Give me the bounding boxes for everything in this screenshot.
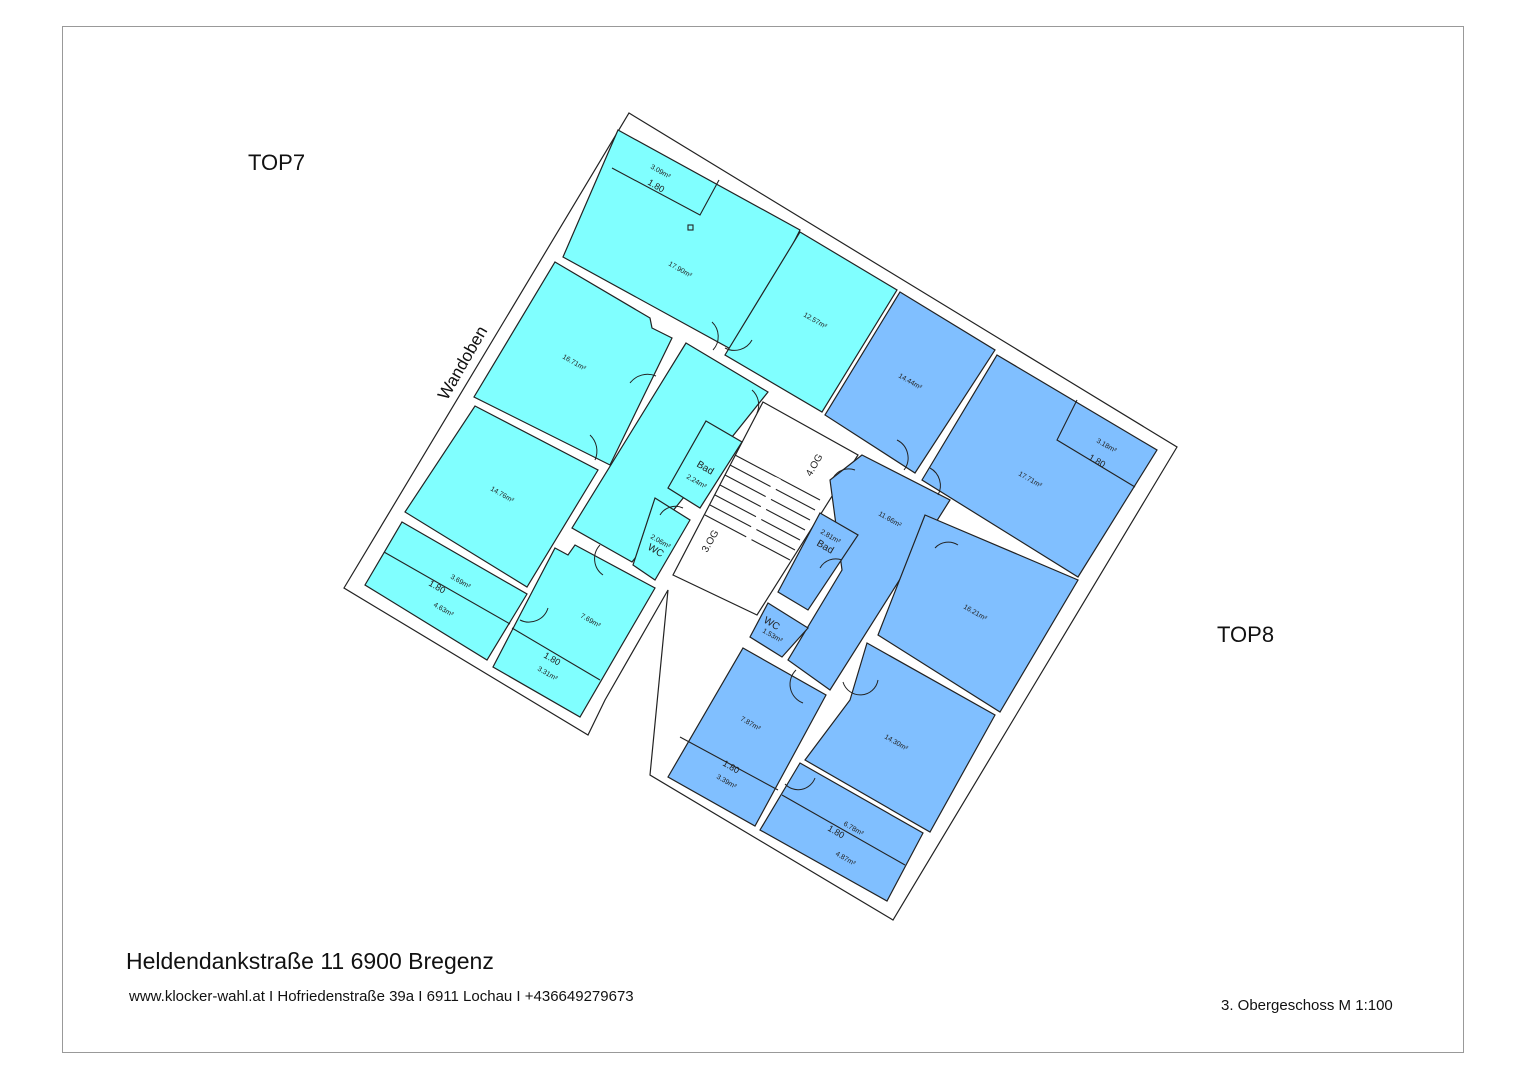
unit-label-top7: TOP7 — [248, 150, 306, 175]
corridor-top7 — [571, 342, 769, 563]
room-14-44 — [824, 291, 996, 474]
top8-rooms — [667, 291, 1158, 902]
wc-top7 — [632, 497, 691, 581]
unit-label-top8: TOP8 — [1217, 622, 1275, 647]
drawing-frame — [62, 26, 1464, 1053]
bathroom-top8 — [777, 512, 859, 611]
bathroom-top7 — [667, 420, 743, 509]
contact-info: www.klocker-wahl.at I Hofriedenstraße 39… — [129, 988, 634, 1005]
room-16-21 — [877, 514, 1079, 713]
room-16-71 — [473, 261, 673, 466]
room-balcony-6-78 — [759, 762, 924, 902]
room-17-71 — [921, 354, 1158, 578]
stair-steps — [704, 454, 821, 561]
room-14-76 — [404, 405, 599, 588]
address: Heldendankstraße 11 6900 Bregenz — [126, 948, 494, 974]
room-7-69 — [492, 544, 656, 718]
floor-scale: 3. Obergeschoss M 1:100 — [1221, 997, 1393, 1014]
wc-top8 — [749, 602, 809, 658]
room-balcony-3-69 — [364, 521, 528, 661]
door-swings — [519, 321, 959, 791]
corridor-top8 — [787, 454, 951, 691]
room-14-30 — [804, 642, 996, 833]
room-12-57 — [724, 231, 898, 413]
room-7-87 — [667, 647, 827, 827]
column-marker — [687, 224, 694, 231]
top7-rooms — [364, 129, 898, 718]
